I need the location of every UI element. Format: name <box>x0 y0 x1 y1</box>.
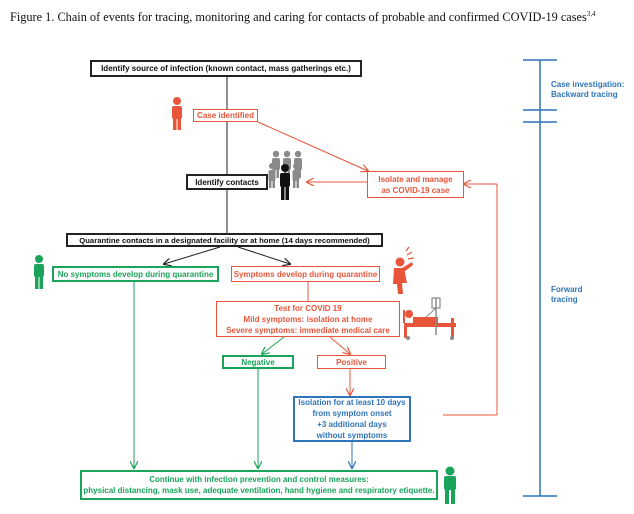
no-symptoms-label: No symptoms develop during quarantine <box>57 269 214 279</box>
group-contacts-icon <box>268 150 302 200</box>
symptoms-label: Symptoms develop during quarantine <box>233 269 378 279</box>
quarantine-box: Quarantine contacts in a designated faci… <box>66 233 383 247</box>
forward-tracing-label: Forward tracing <box>551 285 583 305</box>
negative-box: Negative <box>222 355 294 369</box>
test-line2: Mild symptoms: isolation at home <box>243 314 373 324</box>
caption-refs: 3,4 <box>586 10 596 18</box>
positive-label: Positive <box>336 357 367 367</box>
test-line3: Severe symptoms: immediate medical care <box>226 325 390 335</box>
continue-line1: Continue with infection prevention and c… <box>149 475 369 484</box>
isolate-manage-line2: as COVID-19 case <box>381 185 450 195</box>
caption-text: Figure 1. Chain of events for tracing, m… <box>10 10 587 25</box>
connector-red <box>257 121 498 416</box>
sick-person-icon <box>393 246 415 294</box>
test-box: Test for COVID 19 Mild symptoms: isolati… <box>216 301 400 337</box>
figure-caption: Figure 1. Chain of events for tracing, m… <box>10 10 596 25</box>
tracing-timeline <box>523 59 557 497</box>
isolation-line1: Isolation for at least 10 days <box>298 398 406 407</box>
case-investigation-line2: Backward tracing <box>551 90 618 99</box>
person-red-icon <box>172 97 182 130</box>
identify-source-label: Identify source of infection (known cont… <box>101 64 351 73</box>
connector-main <box>164 77 290 264</box>
isolation-box: Isolation for at least 10 days from symp… <box>293 396 411 442</box>
isolation-line2: from symptom onset <box>312 409 392 418</box>
isolation-line3: +3 additional days <box>317 420 387 429</box>
case-identified-box: Case identified <box>193 109 258 122</box>
continue-line2: physical distancing, mask use, adequate … <box>83 486 435 495</box>
symptoms-box: Symptoms develop during quarantine <box>231 266 380 282</box>
positive-box: Positive <box>317 355 386 369</box>
case-investigation-label: Case investigation: Backward tracing <box>551 80 624 100</box>
identify-contacts-box: Identify contacts <box>186 174 268 190</box>
patient-bed-icon <box>403 297 456 340</box>
isolate-manage-box: Isolate and manage as COVID-19 case <box>367 171 464 198</box>
connector-green <box>134 282 285 468</box>
case-identified-label: Case identified <box>197 111 254 120</box>
forward-tracing-line1: Forward <box>551 285 583 294</box>
person-green-icon <box>444 466 456 504</box>
test-line1: Test for COVID 19 <box>274 303 342 313</box>
forward-tracing-line2: tracing <box>551 295 578 304</box>
identify-source-box: Identify source of infection (known cont… <box>90 60 362 77</box>
isolate-manage-line1: Isolate and manage <box>378 174 453 184</box>
case-investigation-line1: Case investigation: <box>551 80 625 89</box>
quarantine-label: Quarantine contacts in a designated faci… <box>79 235 370 245</box>
identify-contacts-label: Identify contacts <box>195 177 259 187</box>
isolation-line4: without symptoms <box>316 431 388 440</box>
no-symptoms-box: No symptoms develop during quarantine <box>52 266 219 282</box>
continue-box: Continue with infection prevention and c… <box>80 470 438 500</box>
negative-label: Negative <box>241 357 275 367</box>
person-green-icon <box>34 255 44 289</box>
